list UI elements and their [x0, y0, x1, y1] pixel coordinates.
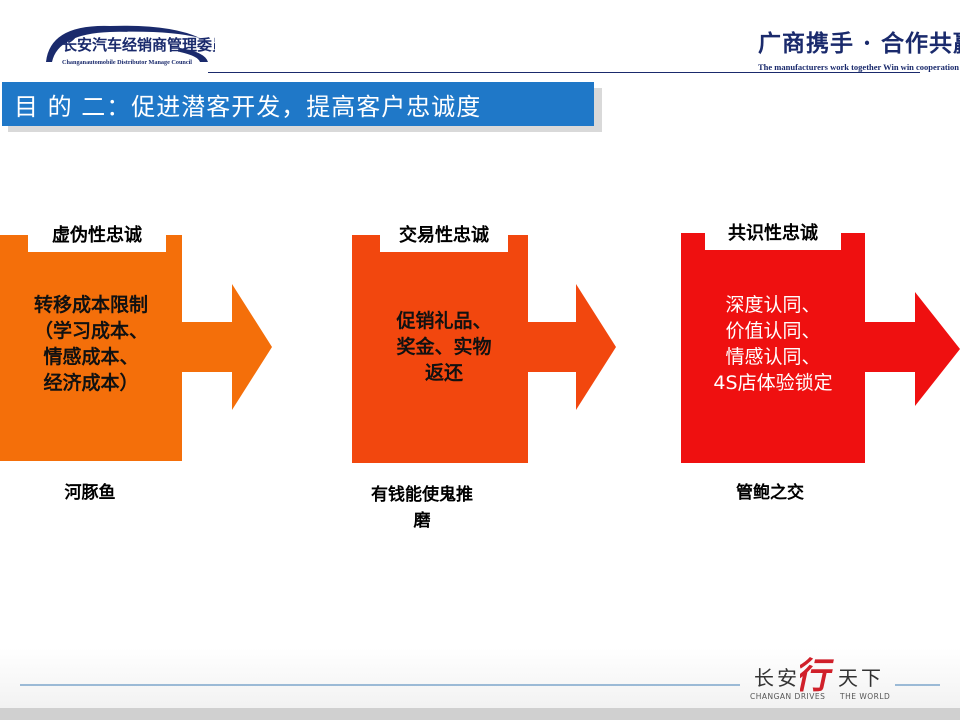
brand-cn-left: 长安 — [754, 666, 800, 690]
card-1-caption: 河豚鱼 — [30, 480, 150, 506]
card-1-line: （学习成本、 — [33, 320, 148, 342]
card-1-text: 转移成本限制 （学习成本、 情感成本、 经济成本） — [0, 292, 182, 396]
footer-background — [0, 648, 960, 708]
card-2-label: 交易性忠诚 — [380, 220, 508, 252]
org-name-cn: 长安汽车经销商管理委员会 — [62, 36, 215, 54]
arrow-shape-1 — [0, 235, 272, 461]
card-2-caption: 有钱能使鬼推 磨 — [352, 482, 492, 534]
council-emblem-icon: 长安汽车经销商管理委员会 Changanautomobile Distribut… — [46, 25, 242, 66]
card-3-label: 共识性忠诚 — [705, 218, 841, 250]
card-3-caption-line: 管鲍之交 — [736, 483, 804, 503]
header-divider — [208, 72, 920, 73]
loyalty-card-1: 虚伪性忠诚 转移成本限制 （学习成本、 情感成本、 经济成本） — [0, 220, 280, 470]
footer-bar — [0, 708, 960, 720]
footer-divider — [20, 684, 740, 686]
loyalty-card-3: 共识性忠诚 深度认同、 价值认同、 情感认同、 4S店体验锁定 — [681, 218, 960, 468]
brand-en-left: CHANGAN DRIVES — [750, 692, 826, 701]
card-1-label: 虚伪性忠诚 — [28, 220, 166, 252]
brand-cn-mid: 行 — [800, 654, 837, 697]
loyalty-card-2: 交易性忠诚 促销礼品、 奖金、实物 返还 — [352, 220, 622, 470]
brand-en-right: THE WORLD — [840, 692, 891, 701]
card-2-line: 返还 — [424, 362, 463, 384]
card-3-caption: 管鲍之交 — [710, 480, 830, 506]
arrow-shape-2 — [352, 235, 616, 463]
card-3-text: 深度认同、 价值认同、 情感认同、 4S店体验锁定 — [681, 292, 865, 396]
card-1-line: 经济成本） — [43, 372, 139, 394]
card-3-line: 4S店体验锁定 — [713, 372, 833, 394]
slogan-cn: 广商携手 · 合作共赢 — [758, 30, 960, 57]
council-logo: 长安汽车经销商管理委员会 Changanautomobile Distribut… — [40, 18, 242, 72]
page-title: 目 的 二：促进潜客开发，提高客户忠诚度 — [14, 92, 482, 121]
footer-divider-right — [895, 684, 940, 686]
card-2-line: 奖金、实物 — [396, 336, 492, 358]
card-1-line: 情感成本、 — [43, 346, 139, 368]
brand-cn-right: 天下 — [838, 666, 884, 690]
card-2-line: 促销礼品、 — [396, 310, 492, 332]
slogan-en: The manufacturers work together Win win … — [758, 62, 960, 72]
card-1-caption-line: 河豚鱼 — [64, 483, 116, 503]
card-1-line: 转移成本限制 — [33, 294, 148, 316]
card-3-line: 情感认同、 — [725, 346, 821, 368]
arrow-shape-3 — [681, 233, 960, 463]
brand-calligraphy-icon: 行 — [792, 654, 837, 697]
brand-logo: 行 — [792, 650, 840, 700]
card-2-caption-line: 磨 — [413, 511, 431, 531]
slogan-block: 广商携手 · 合作共赢 The manufacturers work toget… — [758, 24, 960, 72]
card-3-line: 深度认同、 — [725, 294, 821, 316]
card-2-text: 促销礼品、 奖金、实物 返还 — [352, 308, 536, 386]
card-2-caption-line: 有钱能使鬼推 — [371, 485, 473, 505]
card-3-line: 价值认同、 — [725, 320, 821, 342]
org-name-en: Changanautomobile Distributor Manage Cou… — [62, 59, 192, 66]
title-bar: 目 的 二：促进潜客开发，提高客户忠诚度 — [2, 82, 594, 126]
